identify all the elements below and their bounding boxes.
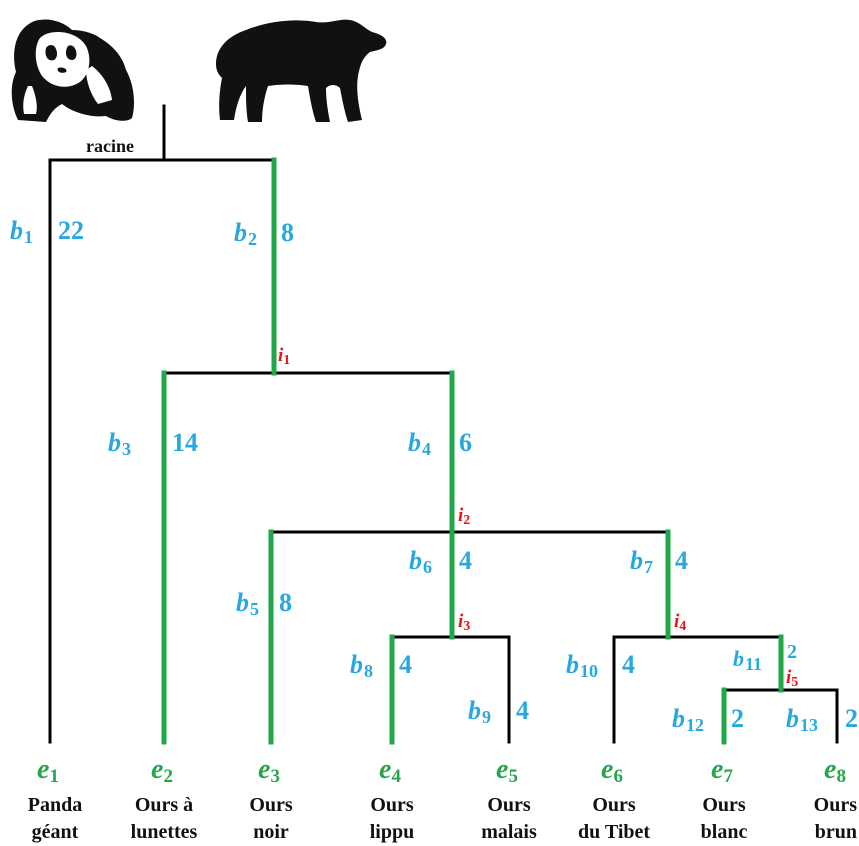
internal-node-i4: i4 — [674, 611, 687, 634]
bear-icon — [216, 19, 387, 122]
species-name-line1: Ours — [487, 794, 531, 816]
branch-length-b4: 6 — [459, 428, 472, 457]
leaf-node-e1: e1 — [37, 754, 59, 787]
branch-length-b6: 4 — [459, 546, 472, 575]
branch-name-b12: b12 — [672, 704, 704, 735]
species-name-line2: malais — [481, 821, 537, 843]
branch-length-b7: 4 — [675, 546, 688, 575]
internal-node-sub: 1 — [283, 353, 291, 368]
leaf-node-sub: 1 — [49, 766, 59, 787]
internal-node-sub: 5 — [791, 675, 799, 690]
branch-name-b9: b9 — [468, 696, 491, 727]
branch-name-b11: b11 — [733, 646, 763, 674]
species-name-line1: Ours — [370, 794, 414, 816]
species-name: Ours noir — [216, 792, 326, 846]
species-name-line2: géant — [31, 821, 79, 843]
giant-panda-icon — [11, 19, 135, 122]
branch-name-b5: b5 — [236, 588, 259, 619]
branch-name-b8: b8 — [350, 650, 373, 681]
species-name: Panda géant — [0, 792, 110, 846]
internal-node-sub: 4 — [679, 619, 687, 634]
species-name-line2: du Tibet — [577, 821, 651, 843]
internal-node-i2: i2 — [458, 505, 471, 528]
leaf-node-e6: e6 — [601, 754, 623, 787]
internal-node-i1: i1 — [278, 345, 291, 368]
branch-name-b1: b1 — [10, 216, 33, 247]
species-name-line1: Ours — [702, 794, 746, 816]
branch-length-b10: 4 — [622, 650, 635, 679]
branch-length-b2: 8 — [281, 218, 294, 247]
leaf-node-e3: e3 — [258, 754, 280, 787]
leaf-node-sub: 7 — [723, 766, 733, 787]
leaf-node-e8: e8 — [824, 754, 846, 787]
species-name-line1: Ours — [592, 794, 636, 816]
leaf-node-sub: 8 — [836, 766, 846, 787]
branch-name-sub: 8 — [364, 661, 373, 681]
branch-name-b10: b10 — [566, 650, 598, 681]
branch-name-b6: b6 — [409, 546, 432, 577]
species-name: Ours lippu — [337, 792, 447, 846]
root-label: racine — [86, 136, 134, 156]
internal-node-sub: 2 — [463, 513, 471, 528]
species-name-line1: Ours à — [134, 794, 194, 816]
branch-name-b2: b2 — [234, 218, 257, 249]
branch-length-b11: 2 — [787, 641, 797, 663]
species-name: Ours malais — [454, 792, 564, 846]
branch-length-b5: 8 — [279, 588, 292, 617]
branch-name-sub: 7 — [644, 557, 653, 577]
species-name-line1: Ours — [249, 794, 293, 816]
species-name-line2: noir — [253, 821, 289, 843]
species-name-line2: brun — [814, 821, 857, 843]
leaf-node-sub: 3 — [270, 766, 280, 787]
species-name: Ours blanc — [669, 792, 779, 846]
branch-length-b3: 14 — [172, 428, 198, 457]
internal-node-i5: i5 — [786, 667, 799, 690]
species-name-line2: blanc — [700, 821, 748, 843]
leaf-node-sub: 2 — [163, 766, 173, 787]
branch-length-b13: 2 — [845, 704, 858, 733]
branch-length-b8: 4 — [399, 650, 412, 679]
internal-node-sub: 3 — [463, 619, 471, 634]
branch-name-sub: 11 — [745, 654, 763, 674]
branch-name-b4: b4 — [408, 428, 431, 459]
species-name: Ours brun — [747, 792, 857, 846]
leaf-node-e5: e5 — [496, 754, 518, 787]
branch-length-b12: 2 — [731, 704, 744, 733]
branch-name-b7: b7 — [630, 546, 653, 577]
leaf-node-e7: e7 — [711, 754, 733, 787]
branch-name-sub: 10 — [580, 661, 598, 681]
leaf-node-sub: 5 — [508, 766, 518, 787]
branch-name-sub: 1 — [24, 227, 33, 247]
branch-name-b13: b13 — [786, 704, 818, 735]
branch-name-sub: 5 — [250, 599, 259, 619]
branch-name-sub: 13 — [800, 715, 818, 735]
branch-name-sub: 9 — [482, 707, 491, 727]
branch-name-sub: 6 — [423, 557, 432, 577]
branch-name-b3: b3 — [108, 428, 131, 459]
branch-name-sub: 4 — [422, 439, 431, 459]
species-name-line2: lunettes — [130, 821, 198, 843]
leaf-node-e4: e4 — [379, 754, 401, 787]
branch-name-sub: 12 — [686, 715, 704, 735]
species-name: Ours à lunettes — [109, 792, 219, 846]
branch-length-b1: 22 — [58, 216, 84, 245]
leaf-node-sub: 4 — [391, 766, 401, 787]
internal-node-i3: i3 — [458, 611, 471, 634]
species-name-line2: lippu — [369, 821, 415, 843]
branch-name-sub: 3 — [122, 439, 131, 459]
branch-length-b9: 4 — [516, 696, 529, 725]
leaf-node-sub: 6 — [613, 766, 623, 787]
leaf-node-e2: e2 — [151, 754, 173, 787]
species-name-line1: Panda — [27, 794, 83, 816]
species-name: Ours du Tibet — [559, 792, 669, 846]
species-name-line1: Ours — [813, 794, 857, 816]
branch-name-sub: 2 — [248, 229, 257, 249]
